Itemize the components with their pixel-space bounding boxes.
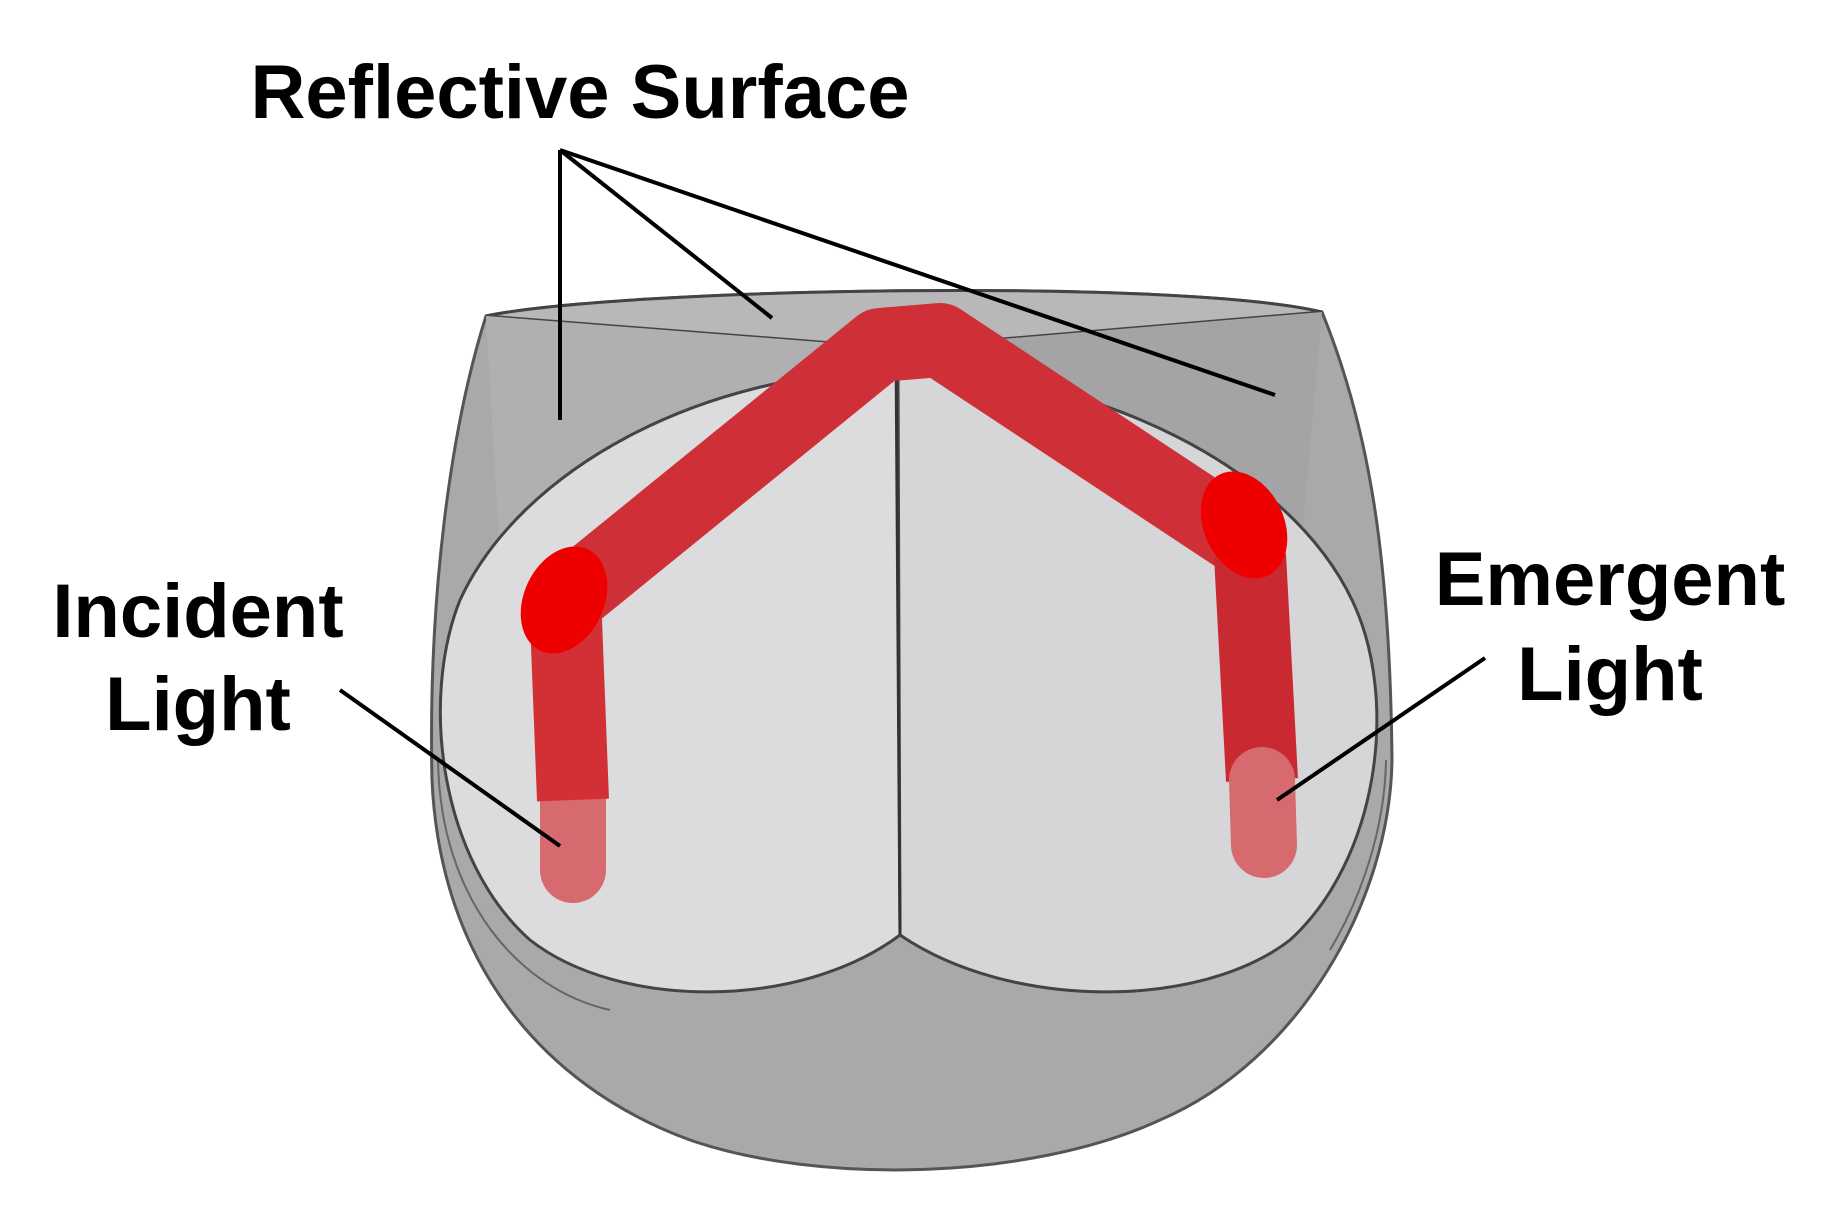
label-incident-line1: Incident [52, 569, 343, 654]
label-reflective-surface: Reflective Surface [251, 50, 910, 135]
leader-reflective-2 [558, 148, 774, 320]
lower-band-edge [437, 759, 611, 1011]
label-emergent-line2: Light [1517, 632, 1703, 717]
leader-incident [338, 688, 562, 848]
label-incident-line2: Light [105, 662, 291, 747]
leader-reflective-3 [559, 148, 1276, 397]
emergent-beam-faded [1229, 747, 1297, 878]
leader-emergent [1275, 656, 1487, 802]
lower-band-edge-right [1329, 759, 1387, 951]
emergent-beam [1214, 553, 1298, 782]
incident-spot [520, 546, 608, 654]
label-emergent-line1: Emergent [1435, 537, 1786, 622]
center-edge [894, 347, 902, 936]
reflected-beam [542, 303, 1271, 629]
leader-lines [338, 148, 1487, 848]
emergent-spot [1200, 471, 1288, 579]
